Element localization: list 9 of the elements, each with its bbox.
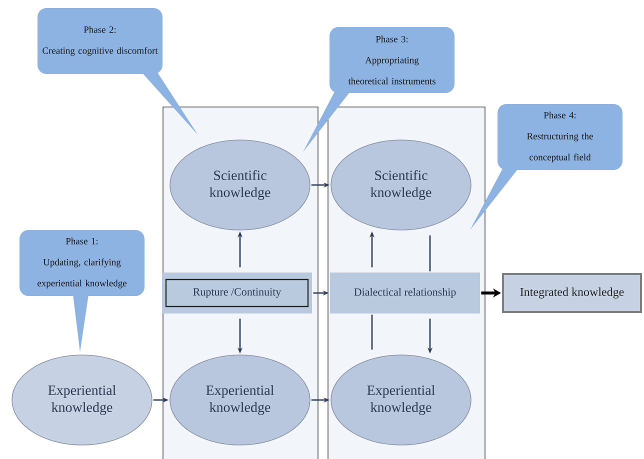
connector-line xyxy=(429,235,431,272)
result-box: Integrated knowledge xyxy=(502,273,642,313)
speech-bubble: Phase 3: Appropriating theoretical instruments xyxy=(303,27,454,152)
speech-bubble: Phase 2: Creating cognitive discomfort xyxy=(38,8,198,135)
connector-line xyxy=(371,314,373,350)
text-band: Rupture /Continuity xyxy=(162,272,312,314)
speech-bubble: Phase 4: Restructuring the conceptual field xyxy=(470,104,622,230)
speech-bubble: Phase 1: Updating, clarifying experiential knowledge xyxy=(20,230,144,352)
text-band: Dialectical relationship xyxy=(330,272,480,314)
